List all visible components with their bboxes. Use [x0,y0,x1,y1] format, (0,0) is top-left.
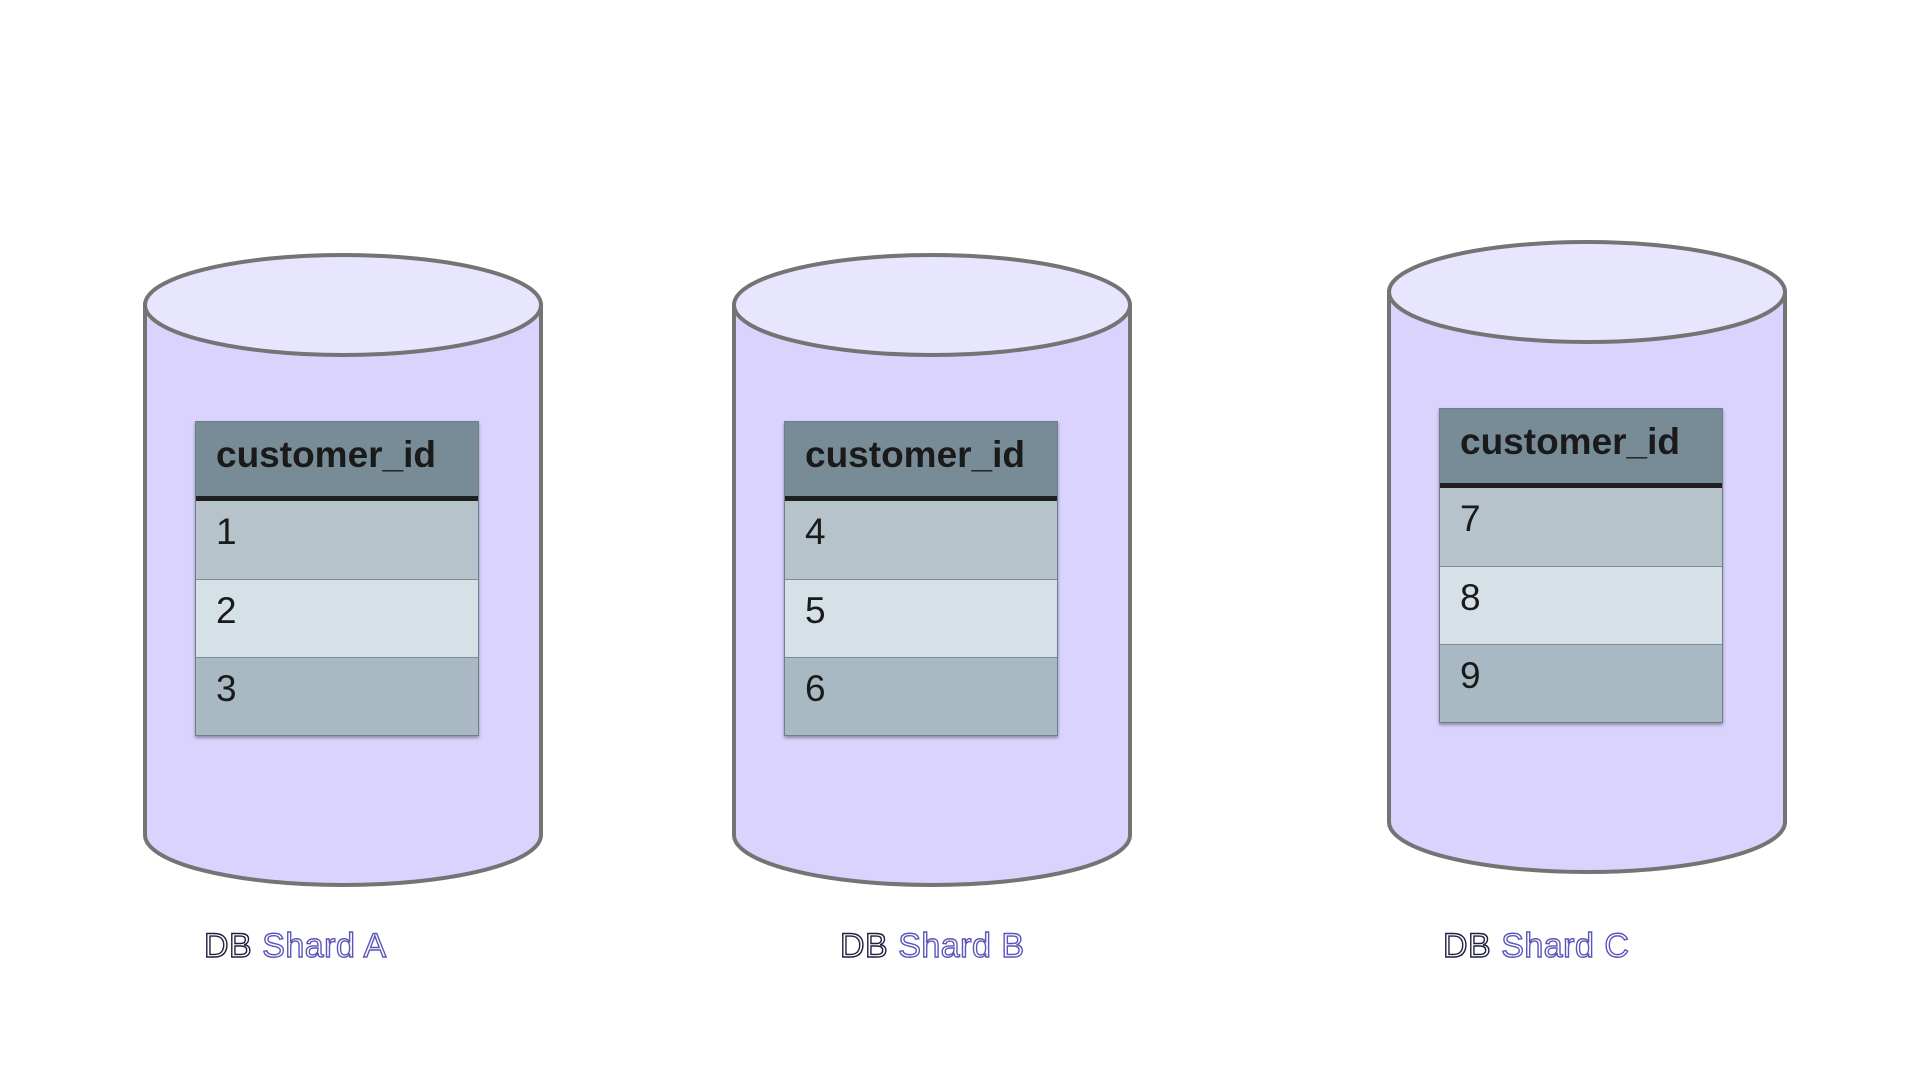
table-row: 4 [785,501,1057,579]
shard-label-a: DB Shard A [203,926,387,966]
table-row: 9 [1440,644,1722,722]
label-prefix: DB [203,926,253,965]
table-row: 3 [196,657,478,735]
table-row: 1 [196,501,478,579]
label-prefix: DB [1442,926,1492,965]
table-row: 2 [196,579,478,657]
customer-table: customer_id 4 5 6 [784,421,1058,736]
label-prefix: DB [839,926,889,965]
shard-label-b: DB Shard B [839,926,1025,966]
label-suffix: Shard B [897,926,1025,965]
db-shard-c: customer_id 7 8 9 [1387,240,1787,912]
customer-table: customer_id 1 2 3 [195,421,479,736]
table-row: 5 [785,579,1057,657]
table-row: 7 [1440,488,1722,566]
table-row: 6 [785,657,1057,735]
db-shard-b: customer_id 4 5 6 [732,253,1132,925]
db-shard-a: customer_id 1 2 3 [143,253,543,925]
label-suffix: Shard A [261,926,387,965]
table-row: 8 [1440,566,1722,644]
table-header: customer_id [785,422,1057,501]
table-header: customer_id [1440,409,1722,488]
label-suffix: Shard C [1500,926,1630,965]
customer-table: customer_id 7 8 9 [1439,408,1723,723]
shard-label-c: DB Shard C [1442,926,1630,966]
table-header: customer_id [196,422,478,501]
